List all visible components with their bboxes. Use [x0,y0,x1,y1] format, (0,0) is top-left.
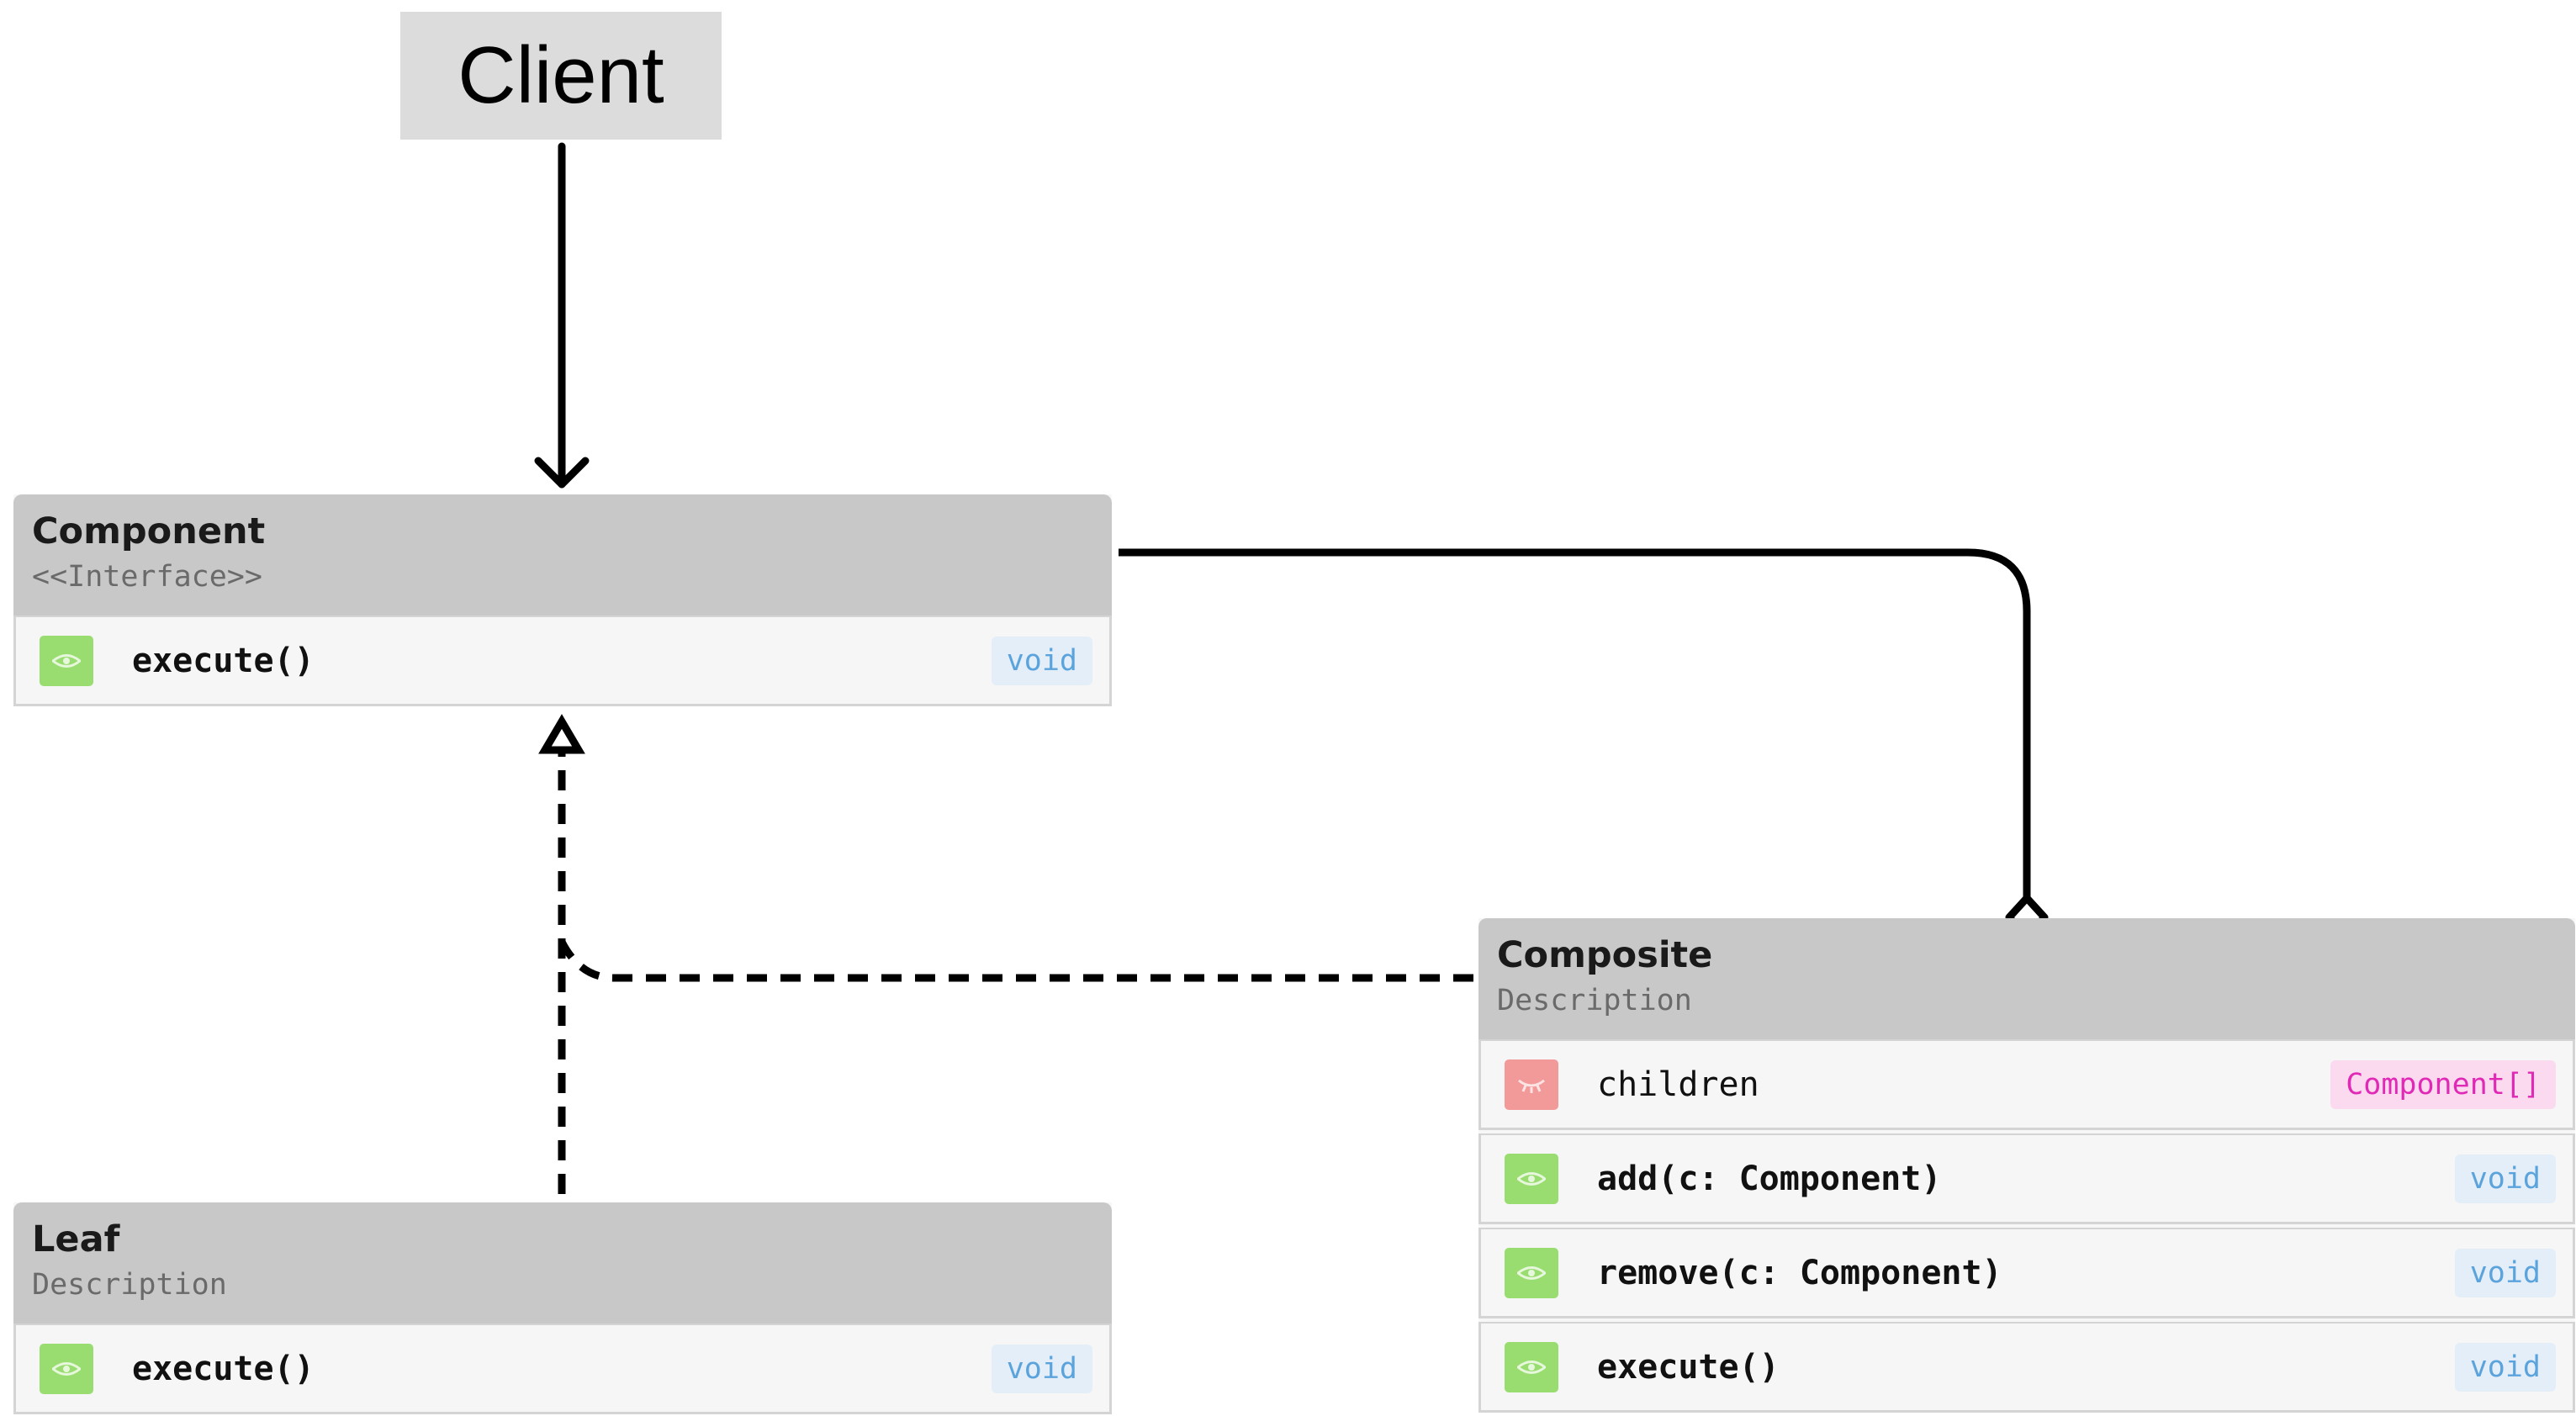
composite-attribute-type: Component[] [2330,1059,2556,1109]
component-class: Component <<Interface>> execute() void [13,494,1112,706]
composite-name: Composite [1497,934,1713,976]
leaf-method-type: void [991,1344,1092,1393]
composite-method-type: void [2454,1342,2556,1392]
composite-attribute-row: children Component[] [1478,1039,2575,1130]
composite-method-name: execute() [1597,1347,1780,1387]
composite-method-type: void [2454,1154,2556,1203]
composite-aggregates-component-edge [1119,548,2049,941]
eye-icon [1505,1247,1558,1298]
leaf-description: Description [32,1268,227,1302]
component-name: Component [32,510,266,552]
composite-method-row: add(c: Component) void [1478,1133,2575,1224]
composite-header: Composite Description [1478,918,2575,1039]
leaf-class: Leaf Description execute() void [13,1202,1112,1414]
composite-method-name: add(c: Component) [1597,1159,1942,1198]
component-method-type: void [991,636,1092,685]
composite-method-row: execute() void [1478,1322,2575,1413]
eye-closed-icon [1505,1059,1558,1110]
leaf-realizes-component-edge [538,714,585,1194]
component-method-name: execute() [132,641,315,680]
leaf-method-name: execute() [132,1349,315,1388]
composite-description: Description [1497,984,1692,1017]
composite-class: Composite Description children Component… [1478,918,2575,1413]
leaf-method-row: execute() void [13,1324,1112,1414]
composite-attribute-name: children [1597,1065,1759,1104]
client-node: Client [400,12,722,140]
client-uses-component-arrow [534,142,590,489]
composite-method-type: void [2454,1248,2556,1297]
component-method-row: execute() void [13,616,1112,706]
leaf-header: Leaf Description [13,1202,1112,1324]
component-stereotype: <<Interface>> [32,560,262,594]
composite-method-row: remove(c: Component) void [1478,1228,2575,1318]
composite-method-name: remove(c: Component) [1597,1253,2002,1292]
eye-icon [1505,1153,1558,1204]
client-label: Client [458,30,664,120]
eye-icon [40,635,93,686]
eye-icon [40,1343,93,1394]
composite-realizes-component-edge [558,939,1473,982]
component-header: Component <<Interface>> [13,494,1112,616]
leaf-name: Leaf [32,1218,120,1260]
eye-icon [1505,1341,1558,1392]
